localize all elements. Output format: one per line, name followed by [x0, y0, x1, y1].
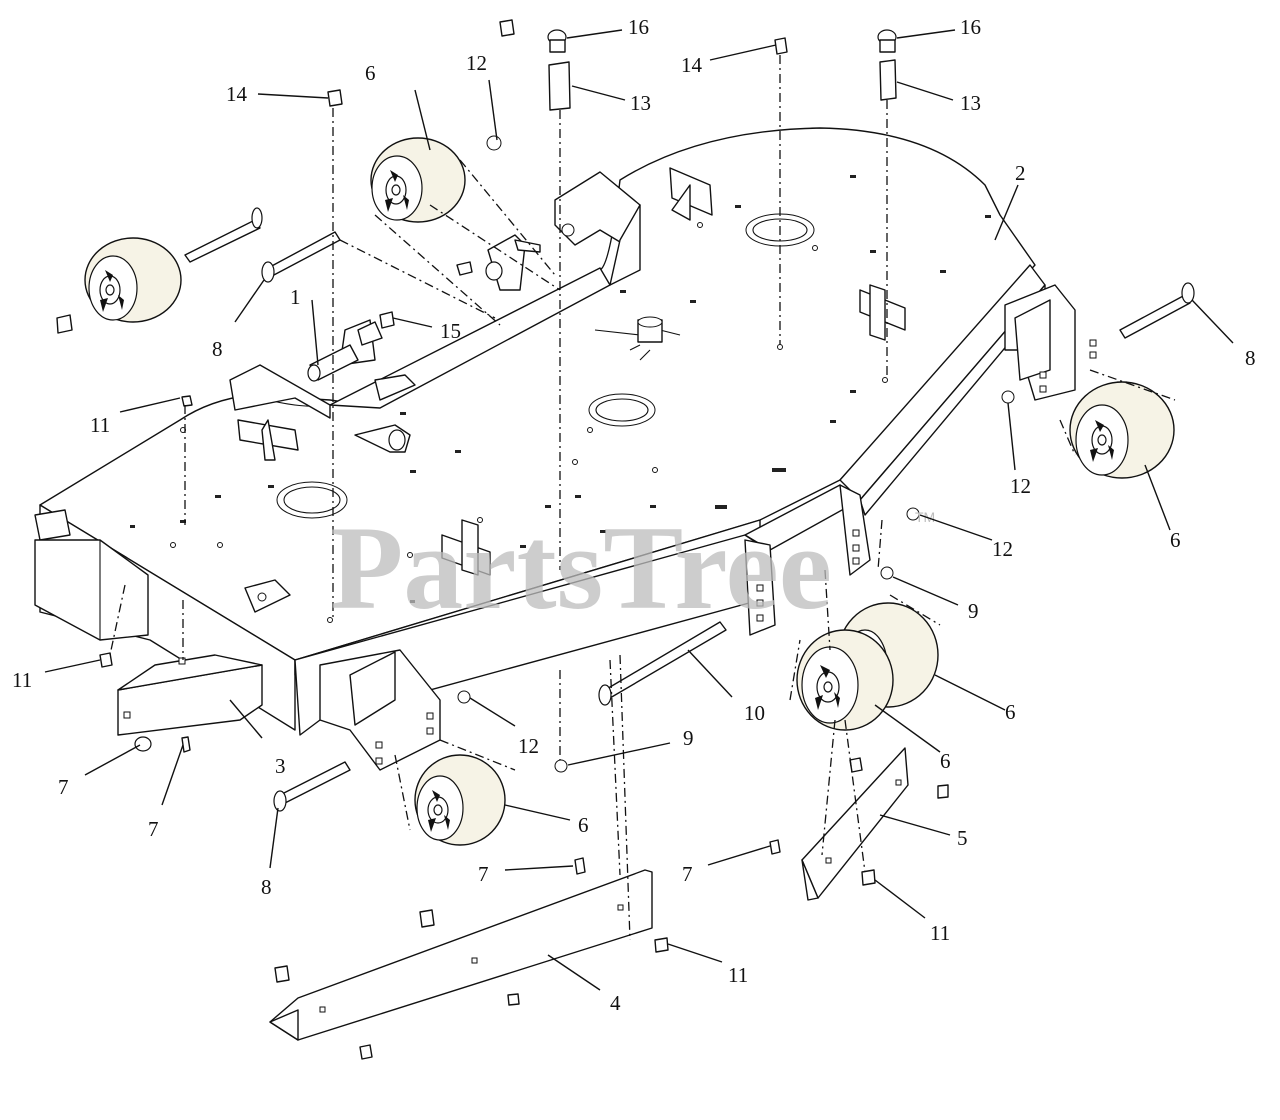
skid-part-3	[117, 654, 263, 736]
callout-11c: 11	[728, 963, 748, 987]
callout-11a: 11	[90, 413, 110, 437]
callout-14b: 14	[681, 53, 703, 77]
axle-bolt-rear-center	[261, 231, 341, 283]
axle-bolt-rear-right	[1119, 282, 1195, 339]
axle-rod-front	[598, 621, 727, 706]
callout-13a: 13	[630, 91, 651, 115]
assembly-lines	[109, 55, 1176, 941]
pivot-bracket	[485, 234, 541, 291]
wheel-front-left	[414, 754, 506, 846]
watermark-brand: PartsTree	[330, 501, 832, 634]
idler-stop	[354, 424, 411, 453]
callout-labels: 1 2 3 4 5 6 6 6 6 6 7 7 7 7 8 8 8 9 9 10…	[12, 15, 1256, 1015]
callout-5: 5	[957, 826, 968, 850]
wheel-rear-right	[1069, 381, 1175, 479]
wheel-rear-left-1	[84, 237, 182, 323]
callout-3: 3	[275, 754, 286, 778]
callout-11b: 11	[12, 668, 32, 692]
callout-9b: 9	[968, 599, 979, 623]
callout-7a: 7	[58, 775, 69, 799]
skid-part-4	[269, 869, 653, 1041]
caster-bracket-rear-right	[1004, 284, 1097, 401]
callout-6e: 6	[578, 813, 589, 837]
callout-6d: 6	[940, 749, 951, 773]
callout-7c: 7	[478, 862, 489, 886]
idler-pivot-part-1	[307, 321, 383, 382]
callout-13b: 13	[960, 91, 981, 115]
wheel-front-right-2	[796, 629, 894, 731]
wheel-rear-left-2	[370, 137, 466, 223]
callout-12c: 12	[992, 537, 1013, 561]
callout-14a: 14	[226, 82, 248, 106]
callout-16b: 16	[960, 15, 981, 39]
callout-8c: 8	[261, 875, 272, 899]
skid-part-5	[801, 747, 909, 901]
rear-baffle-ridge	[329, 171, 641, 409]
right-support-beam	[839, 264, 1046, 516]
callout-1: 1	[290, 285, 301, 309]
callout-leaders	[44, 29, 1234, 991]
callout-11d: 11	[930, 921, 950, 945]
callout-6c: 6	[1005, 700, 1016, 724]
caster-bracket-front-left	[319, 649, 441, 771]
callout-12b: 12	[1010, 474, 1031, 498]
callout-16a: 16	[628, 15, 649, 39]
callout-15: 15	[440, 319, 461, 343]
callout-10: 10	[744, 701, 765, 725]
callout-6a: 6	[365, 61, 376, 85]
callout-12d: 12	[518, 734, 539, 758]
mid-plates	[244, 519, 491, 613]
callout-8a: 8	[212, 337, 223, 361]
callout-7b: 7	[148, 817, 159, 841]
deck-holes	[170, 222, 888, 623]
axle-bolt-rear-left	[184, 207, 263, 263]
hardware-nuts-bolts	[56, 19, 1015, 1060]
callout-4: 4	[610, 991, 621, 1015]
callout-7d: 7	[682, 862, 693, 886]
bolt-near-bracket	[456, 261, 473, 276]
callout-6b: 6	[1170, 528, 1181, 552]
callout-9a: 9	[683, 726, 694, 750]
callout-2: 2	[1015, 161, 1026, 185]
center-collar	[594, 316, 681, 361]
callout-8b: 8	[1245, 346, 1256, 370]
caster-bracket-front-right	[744, 484, 871, 636]
callout-12a: 12	[466, 51, 487, 75]
axle-bolt-front-left	[273, 761, 351, 812]
partstree-watermark: PartsTree TM	[330, 501, 935, 634]
rear-mounting-plates	[669, 167, 906, 341]
